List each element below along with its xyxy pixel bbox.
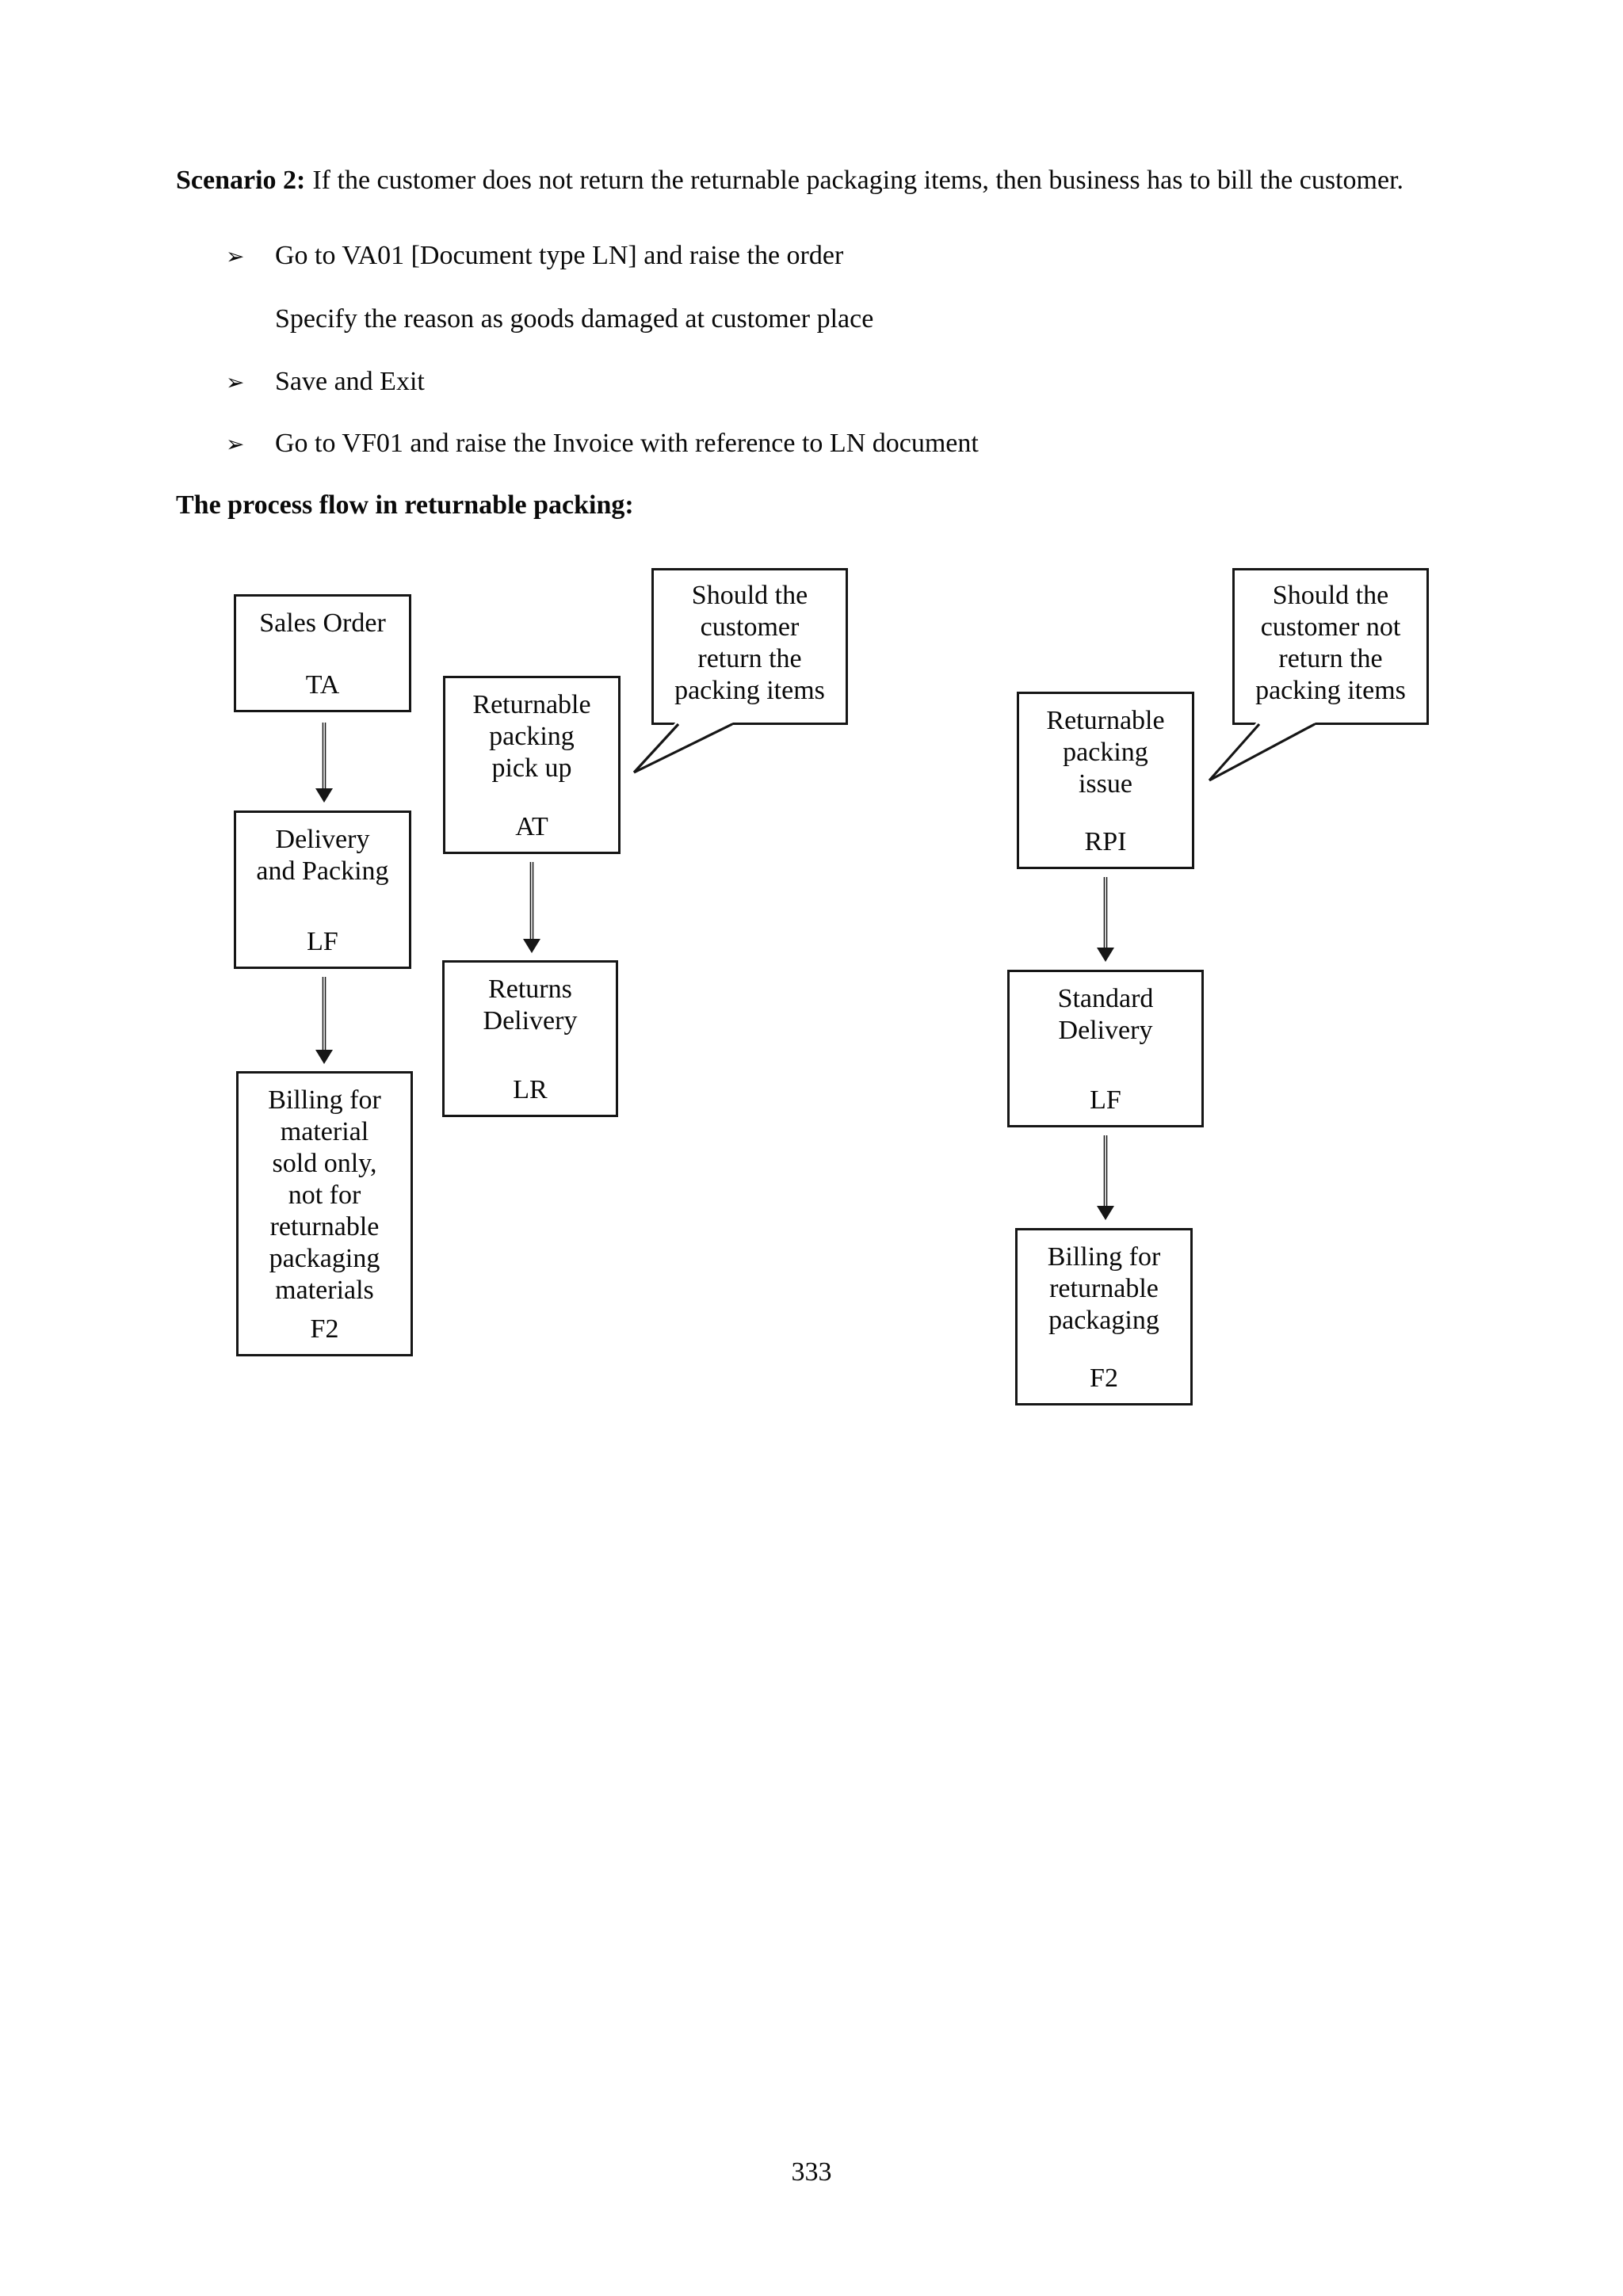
- page-number: 333: [791, 2157, 832, 2187]
- callout-should-return: Should the customer return the packing i…: [651, 568, 848, 725]
- flow-box-code: RPI: [1084, 827, 1127, 856]
- bullet-arrow-icon: ➢: [226, 243, 245, 269]
- flow-box-billing-returnable: Billing for returnable packaging F2: [1015, 1228, 1193, 1405]
- flow-arrow-down-icon: [1097, 1135, 1114, 1220]
- callout-should-not-return: Should the customer not return the packi…: [1232, 568, 1429, 725]
- flow-box-title: Returnable packing pick up: [472, 690, 591, 783]
- flow-box-code: TA: [305, 670, 340, 700]
- flow-box-code: LF: [307, 927, 338, 956]
- flow-box-code: AT: [515, 812, 548, 841]
- scenario-paragraph: Scenario 2:If the customer does not retu…: [176, 165, 1403, 196]
- callout-text: Should the customer not return the packi…: [1255, 581, 1406, 705]
- callout-tail-icon: [632, 722, 735, 774]
- bullet-text: Go to VA01 [Document type LN] and raise …: [275, 241, 844, 270]
- bullet-arrow-icon: ➢: [226, 431, 245, 457]
- flow-box-title: Sales Order: [259, 608, 386, 638]
- flow-arrow-down-icon: [523, 862, 540, 953]
- flow-box-code: LR: [513, 1075, 548, 1104]
- flow-box-code: F2: [1090, 1363, 1118, 1393]
- flow-box-returns-delivery: Returns Delivery LR: [442, 960, 618, 1117]
- flow-box-title: Standard Delivery: [1057, 984, 1154, 1045]
- flow-box-billing-material-only: Billing for material sold only, not for …: [236, 1071, 413, 1356]
- scenario-text: If the customer does not return the retu…: [312, 166, 1404, 195]
- bullet-arrow-icon: ➢: [226, 369, 245, 395]
- flow-arrow-down-icon: [315, 723, 333, 803]
- flow-box-standard-delivery: Standard Delivery LF: [1007, 970, 1204, 1127]
- flow-box-code: F2: [310, 1314, 339, 1344]
- bullet-item-specify-reason: Specify the reason as goods damaged at c…: [226, 303, 873, 335]
- bullet-text: Specify the reason as goods damaged at c…: [275, 304, 874, 334]
- callout-tail-icon: [1208, 722, 1317, 782]
- flow-box-code: LF: [1090, 1085, 1121, 1115]
- scenario-label: Scenario 2:: [176, 166, 306, 195]
- flow-box-title: Billing for returnable packaging: [1047, 1242, 1161, 1335]
- section-heading: The process flow in returnable packing:: [176, 490, 634, 520]
- flow-box-returnable-packing-issue: Returnable packing issue RPI: [1017, 692, 1194, 869]
- bullet-text: Save and Exit: [275, 367, 425, 396]
- flow-box-delivery-and-packing: Delivery and Packing LF: [234, 810, 411, 969]
- bullet-item-vf01: ➢ Go to VF01 and raise the Invoice with r…: [226, 428, 979, 460]
- flow-box-title: Delivery and Packing: [256, 825, 389, 886]
- flow-box-title: Returns Delivery: [483, 974, 578, 1035]
- bullet-item-va01: ➢ Go to VA01 [Document type LN] and raise…: [226, 240, 843, 273]
- bullet-item-save-exit: ➢ Save and Exit: [226, 366, 425, 399]
- flow-box-returnable-packing-pickup: Returnable packing pick up AT: [443, 676, 621, 854]
- flow-arrow-down-icon: [315, 977, 333, 1064]
- flow-box-title: Billing for material sold only, not for …: [268, 1085, 381, 1305]
- bullet-text: Go to VF01 and raise the Invoice with re…: [275, 429, 979, 458]
- flow-box-title: Returnable packing issue: [1046, 706, 1165, 799]
- flow-box-sales-order: Sales Order TA: [234, 594, 411, 712]
- callout-text: Should the customer return the packing i…: [674, 581, 825, 705]
- flow-arrow-down-icon: [1097, 877, 1114, 962]
